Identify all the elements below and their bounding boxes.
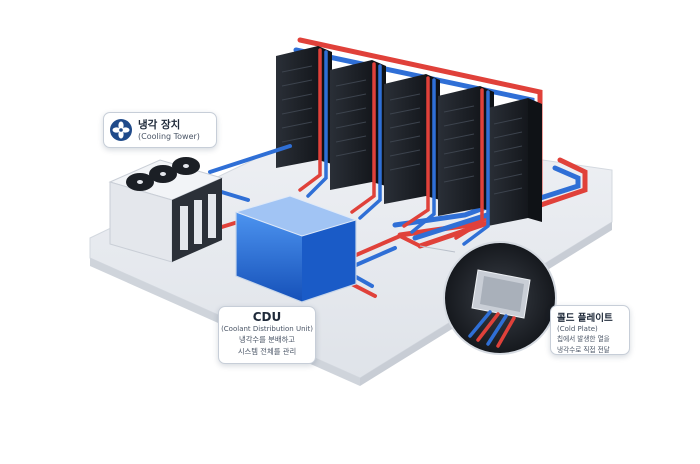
cdu-label: CDU (Coolant Distribution Unit) 냉각수를 분배하… — [218, 306, 316, 364]
cdu-subtitle: (Coolant Distribution Unit) — [221, 325, 313, 333]
fan-icon — [172, 157, 200, 175]
cold-plate-subtitle: (Cold Plate) — [557, 325, 598, 333]
cdu-description-line1: 냉각수를 분배하고 — [238, 335, 296, 344]
cold-plate-title: 콜드 플레이트 — [557, 313, 613, 324]
cold-plate-description-line2: 냉각수로 직접 전달 — [557, 346, 610, 354]
cdu-tank — [234, 195, 358, 303]
fan-icon — [110, 119, 132, 141]
rack-pipes — [298, 48, 490, 246]
server-rack — [330, 60, 386, 190]
cooling-tower-subtitle: (Cooling Tower) — [138, 132, 200, 141]
server-rack — [384, 74, 440, 204]
cold-plate-zoom — [419, 241, 557, 355]
cdu-title: CDU — [252, 310, 282, 324]
cold-plate-label: 콜드 플레이트 (Cold Plate) 칩에서 발생한 열을 냉각수로 직접 … — [550, 305, 630, 355]
cooling-tower-label: 냉각 장치 (Cooling Tower) — [103, 112, 217, 148]
fan-icon — [126, 173, 154, 191]
server-rack — [438, 86, 494, 216]
cold-plate-description-line1: 칩에서 발생한 열을 — [557, 335, 610, 343]
server-rack — [488, 98, 542, 226]
cdu-description-line2: 시스템 전체를 관리 — [237, 347, 297, 356]
cooling-tower — [108, 157, 224, 263]
cooling-tower-title: 냉각 장치 — [138, 119, 181, 131]
fan-icon — [149, 165, 177, 183]
